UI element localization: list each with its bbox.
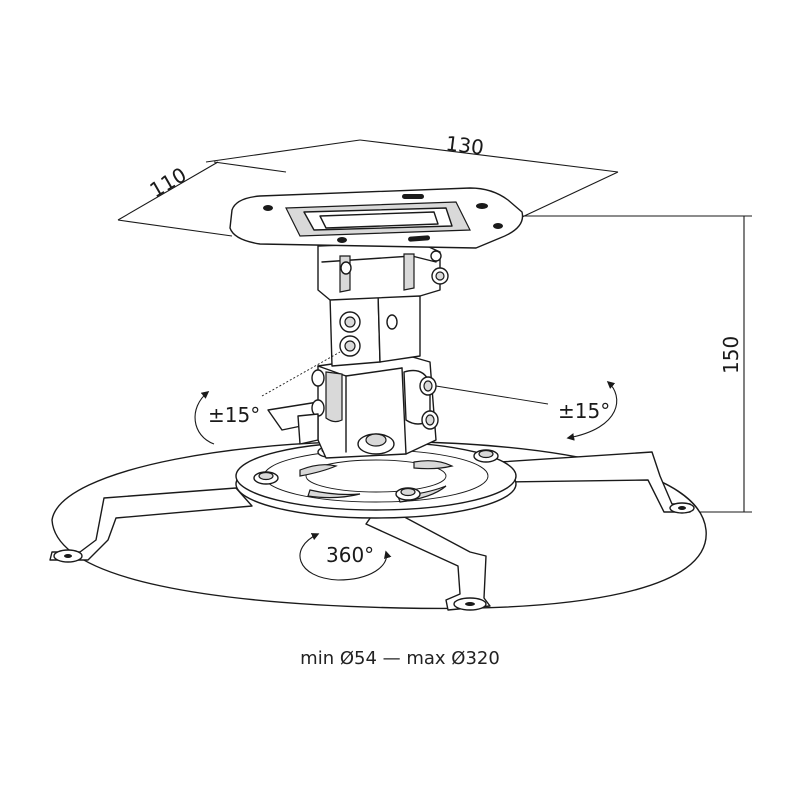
tilt-left-label: ±15° <box>208 403 260 427</box>
width-label: 130 <box>444 131 485 159</box>
extension-column <box>329 281 421 367</box>
swivel-label: 360° <box>326 543 374 567</box>
depth-label: 110 <box>146 162 191 202</box>
dimension-width: 130 <box>205 131 619 219</box>
arm-back-right <box>499 451 695 514</box>
height-label: 150 <box>719 336 743 374</box>
arm-front-right <box>365 503 491 611</box>
diameter-caption: min Ø54 — max Ø320 <box>300 648 500 669</box>
tilt-right-label: ±15° <box>558 399 610 423</box>
swivel-indicator: 360° <box>299 533 392 581</box>
upper-hinge <box>317 241 449 301</box>
dimension-height: 150 <box>522 215 752 513</box>
swivel-footprint <box>51 440 707 610</box>
plate-bolt <box>253 471 279 485</box>
tilt-left-indicator: ±15° <box>194 351 341 445</box>
ceiling-plate <box>229 187 524 249</box>
swivel-plate <box>235 441 517 519</box>
arm-front-left <box>49 487 253 563</box>
plate-bolt <box>395 487 421 501</box>
tilt-bracket <box>297 353 439 459</box>
tilt-right-indicator: ±15° <box>435 380 618 441</box>
plate-bolt <box>473 449 499 463</box>
